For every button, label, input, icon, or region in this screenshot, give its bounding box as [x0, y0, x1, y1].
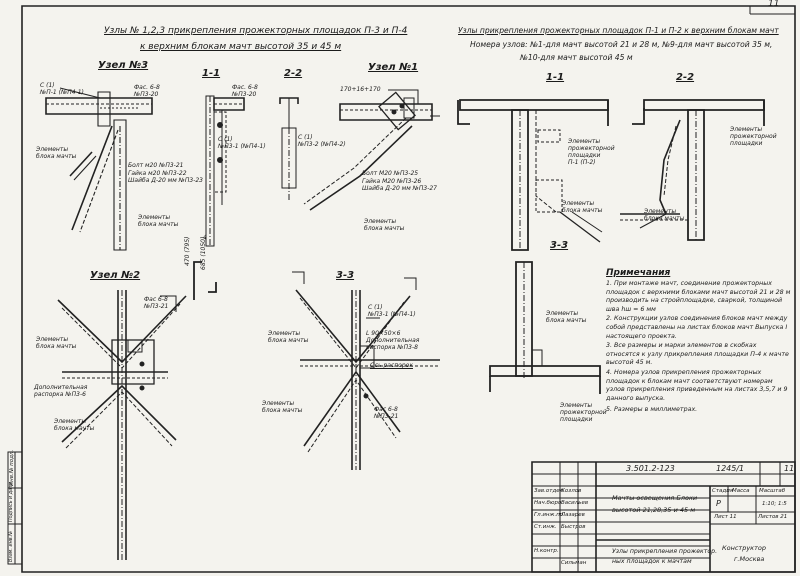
label-c1-lp1: С (1) №П-1 (№П4-1): [40, 82, 84, 96]
notes-heading: Примечания: [606, 268, 671, 278]
label-elem-r22b: Элементы блока мачты: [644, 208, 685, 222]
detail-uzel1: [304, 90, 440, 210]
label-elem-r33: Элементы блока мачты: [546, 310, 587, 324]
stamp-doc-code: 3.501.2-123: [626, 464, 675, 473]
section-3-3-right: [490, 262, 600, 394]
label-c1-3-3: С (1) №П3-1 (№П4-1): [368, 304, 416, 318]
label-elem-uzel3: Элементы блока мачты: [36, 146, 77, 160]
stamp-name-3: Лазарев: [561, 512, 585, 518]
label-elem-r11: Элементы прожекторной площадки П-1 (П-2): [568, 138, 615, 166]
label-elem-3-3b: Элементы блока мачты: [262, 400, 303, 414]
section-2-2-right: [620, 100, 764, 240]
side-stamp-col2: Подпись и дата: [9, 482, 14, 522]
note-3: 3. Все размеры и марки элементов в скобк…: [606, 342, 789, 367]
label-os-rasporok: Ось распорок: [370, 362, 413, 369]
label-fas-uzel2: Фас 6-8 №П3-21: [144, 296, 169, 310]
stamp-title-line1: Мачты освещения.Блоки: [612, 494, 698, 502]
side-stamp-lines: [8, 452, 22, 564]
note-1: 1. При монтаже мачт, соединение прожекто…: [606, 280, 791, 313]
label-bolt-uzel3: Болт м20 №П3-21 Гайка м20 №П3-22 Шайба Д…: [128, 162, 203, 184]
view-uzel1: Узел №1: [368, 62, 419, 73]
stamp-sheet-code: 1245/1: [716, 464, 745, 473]
right-title-line2: Номера узлов: №1-для мачт высотой 21 и 2…: [470, 40, 773, 49]
side-stamp-col3: Взам. инв.№: [9, 530, 14, 562]
label-elem-r11b: Элементы блока мачты: [562, 200, 603, 214]
label-dim-uzel1: 170+16+170: [340, 86, 381, 93]
stamp-role-1: Зав.отдел.: [534, 488, 565, 494]
stamp-col-mass: Масса: [732, 488, 750, 494]
stamp-org-line1: Конструктор: [722, 544, 766, 552]
label-mark-4: 4: [203, 234, 207, 241]
label-dim-3-3: L 90×50×6 Дополнительная распорка №П3-8: [366, 330, 420, 351]
stamp-col-scale: Масштаб: [759, 488, 786, 494]
stamp-role-4: Ст.инж.: [534, 524, 557, 530]
stamp-role-2: Нач.бюро.: [534, 500, 564, 506]
section-2-2-left: [280, 98, 298, 200]
note-5: 5. Размеры в миллиметрах.: [606, 406, 698, 414]
stamp-subtitle-line1: Узлы прикрепления прожектор.: [612, 548, 718, 555]
view-1-1-right: 1-1: [546, 72, 565, 83]
right-title-line3: №10-для мачт высотой 45 м: [520, 53, 633, 62]
label-mark-470: 470 (795): [184, 236, 191, 267]
page-number: 11: [768, 0, 780, 9]
view-uzel2: Узел №2: [90, 270, 141, 281]
note-4: 4. Номера узлов прикрепления прожекторны…: [606, 368, 788, 402]
stamp-name-2: Васильев: [561, 500, 589, 506]
section-1-1-right: [458, 100, 608, 250]
view-uzel3: Узел №3: [98, 60, 149, 71]
label-elem-3-3: Элементы блока мачты: [268, 330, 309, 344]
label-elem-uzel2b: Элементы блока мачты: [54, 418, 95, 432]
stamp-name-4: Быстров: [561, 524, 586, 530]
left-title-line1: Узлы № 1,2,3 прикрепления прожекторных п…: [104, 26, 408, 36]
stamp-sheet-label: Лист 11: [714, 514, 737, 520]
stamp-role-3: Гл.инж.пр.: [534, 512, 566, 518]
label-bolt-uzel1: Болт М20 №П3-25 Гайка М20 №П3-26 Шайба Д…: [362, 170, 437, 192]
stamp-org-line2: г.Москва: [734, 555, 765, 563]
label-c1-lp2: С (1) №П3-2 (№П4-2): [298, 134, 346, 148]
label-fas-1-1: Фас. 6-8 №П3-20: [232, 84, 258, 98]
right-title-line1: Узлы прикрепления прожекторных площадок …: [458, 26, 779, 35]
stamp-name-1: Козлов: [561, 488, 582, 494]
label-elem-r22: Элементы прожекторной площадки: [730, 126, 777, 147]
detail-uzel3: [46, 88, 152, 250]
view-1-1-left: 1-1: [202, 68, 221, 79]
stamp-col-stage: Стадия: [712, 488, 734, 494]
view-2-2-right: 2-2: [676, 72, 695, 83]
note-2: 2. Конструкции узлов соединения блоков м…: [606, 315, 788, 340]
left-title-line2: к верхним блокам мачт высотой 35 и 45 м: [140, 42, 342, 52]
stamp-stage: Р: [716, 499, 721, 508]
label-fas-3-3: Фас 6-8 №П3-21: [374, 406, 399, 420]
label-fas-uzel3: Фас. 6-8 №П3-20: [134, 84, 160, 98]
stamp-name-5: Сильман: [561, 560, 587, 566]
view-2-2-left: 2-2: [284, 68, 303, 79]
label-c1-lp1b: С (1) №П3-1 (№П4-1): [218, 136, 266, 150]
label-elem-uzel2: Элементы блока мачты: [36, 336, 77, 350]
section-1-1-left: [206, 96, 244, 246]
section-mark-470: [194, 262, 216, 300]
label-elem-uzel1: Элементы блока мачты: [364, 218, 405, 232]
label-elem-r33b: Элементы прожекторной площадки: [560, 402, 607, 423]
stamp-role-5: Н.контр.: [534, 548, 559, 554]
stamp-scale: 1:10; 1:5: [762, 501, 787, 507]
notes-block: Примечания 1. При монтаже мачт, соединен…: [606, 268, 792, 415]
label-elem-uzel3b: Элементы блока мачты: [138, 214, 179, 228]
title-block-lines: [532, 462, 795, 572]
label-dop-uzel2: Дополнительная распорка №П3-6: [34, 384, 88, 398]
section-3-3-left: [292, 272, 440, 470]
view-3-3-left: 3-3: [336, 270, 355, 281]
detail-uzel2: [58, 290, 186, 560]
stamp-sheet-no: 11: [784, 464, 795, 473]
stamp-sheets-label: Листов 21: [758, 514, 788, 520]
view-3-3-right: 3-3: [550, 240, 569, 251]
side-stamp-col1: Инв.№ подл.: [9, 449, 15, 486]
stamp-title-line2: высотой 21,28,35 и 45 м: [612, 506, 696, 514]
stamp-subtitle-line2: ных площадок к мачтам: [612, 558, 692, 565]
sheet-frame: [22, 6, 795, 572]
label-mark-685: 685 (1050): [200, 236, 207, 270]
